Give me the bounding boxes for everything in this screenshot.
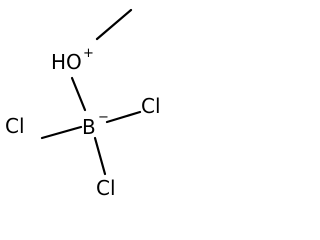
oxygen-charge: + (83, 46, 94, 61)
bond-oxygen-boron (70, 76, 87, 112)
bond-methyl-oxygen (95, 8, 133, 41)
chlorine-right-label: Cl (141, 94, 161, 118)
bond-boron-chlorine-bottom (93, 136, 107, 176)
chlorine-bottom-label: Cl (96, 176, 116, 200)
molecule-structure: HO + B − Cl Cl Cl (5, 8, 161, 200)
bond-boron-chlorine-left (40, 125, 83, 140)
boron-charge: − (98, 110, 109, 125)
bond-boron-chlorine-right (105, 110, 142, 124)
chlorine-left-label: Cl (5, 114, 25, 138)
structure-canvas: HO + B − Cl Cl Cl (0, 0, 177, 213)
boron-atom-label: B (82, 115, 96, 139)
oxygen-atom-label: HO (51, 50, 82, 74)
